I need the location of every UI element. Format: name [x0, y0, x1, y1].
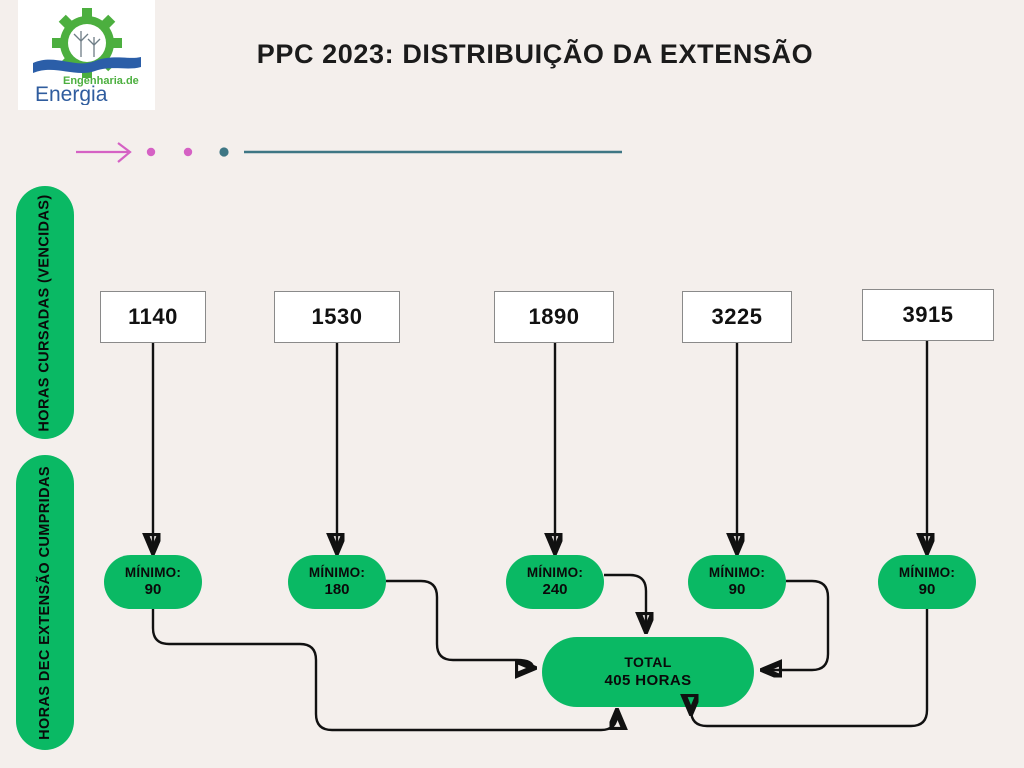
side-label-horas-extensao: HORAS DEC EXTENSÃO CUMPRIDAS [16, 455, 74, 750]
minimo-value: 90 [144, 581, 162, 599]
total-value: 405 HORAS [604, 672, 692, 690]
side-label-horas-cursadas: HORAS CURSADAS (VENCIDAS) [16, 186, 74, 439]
minimo-pill-3: MÍNIMO: 240 [506, 555, 604, 609]
logo-line2: Energia [35, 83, 108, 105]
minimo-label: MÍNIMO: [526, 565, 584, 581]
decorative-divider [76, 142, 622, 163]
logo-card: Engenharia.de Energia [18, 0, 155, 110]
minimo-pill-5: MÍNIMO: 90 [878, 555, 976, 609]
minimo-value: 180 [324, 581, 350, 599]
arrow-icon [76, 142, 132, 163]
side-label-text: HORAS CURSADAS (VENCIDAS) [37, 193, 53, 432]
minimo-pill-4: MÍNIMO: 90 [688, 555, 786, 609]
minimo-value: 240 [542, 581, 568, 599]
total-label: TOTAL [624, 654, 672, 671]
hours-box-5: 3915 [862, 289, 994, 341]
hours-box-1: 1140 [100, 291, 206, 343]
hours-box-2: 1530 [274, 291, 400, 343]
dot-3 [219, 147, 229, 157]
minimo-pill-2: MÍNIMO: 180 [288, 555, 386, 609]
logo-line1: Engenharia.de [63, 75, 139, 87]
engenharia-de-energia-logo: Engenharia.de Energia [32, 8, 141, 105]
minimo-pill-1: MÍNIMO: 90 [104, 555, 202, 609]
minimo-label: MÍNIMO: [898, 565, 956, 581]
dot-1 [146, 147, 156, 157]
hours-box-4: 3225 [682, 291, 792, 343]
side-label-text: HORAS DEC EXTENSÃO CUMPRIDAS [37, 465, 53, 740]
minimo-label: MÍNIMO: [124, 565, 182, 581]
minimo-value: 90 [728, 581, 746, 599]
dot-2 [183, 147, 193, 157]
total-node: TOTAL 405 HORAS [542, 637, 754, 707]
minimo-value: 90 [918, 581, 936, 599]
connector-min3-to-total [604, 573, 646, 630]
minimo-label: MÍNIMO: [308, 565, 366, 581]
page-title: PPC 2023: DISTRIBUIÇÃO DA EXTENSÃO [256, 38, 814, 69]
hours-box-3: 1890 [494, 291, 614, 343]
minimo-label: MÍNIMO: [708, 565, 766, 581]
